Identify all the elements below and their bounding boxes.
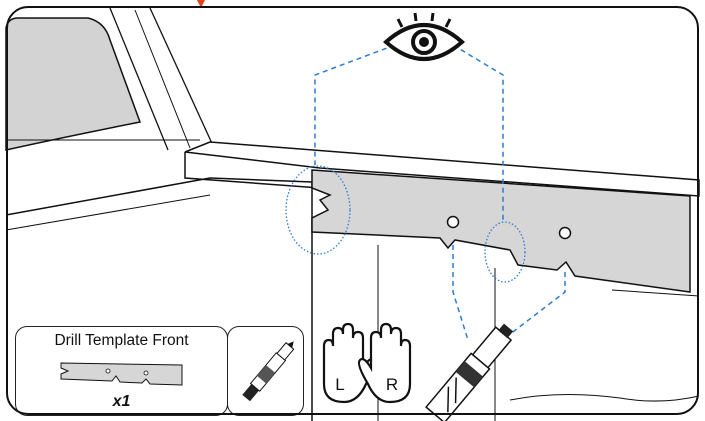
inset-marker-tool bbox=[227, 326, 304, 416]
hand-right-label: R bbox=[386, 375, 398, 394]
pen-guide-line-2 bbox=[504, 272, 566, 339]
focus-circle-left bbox=[285, 165, 351, 255]
drill-template bbox=[311, 169, 691, 293]
inset-drill-template: Drill Template Front x1 bbox=[15, 326, 228, 416]
hand-left-label: L bbox=[335, 375, 344, 394]
sightline-left bbox=[314, 44, 396, 165]
focus-circle-mid bbox=[484, 221, 526, 283]
cab-pillar-line-1 bbox=[109, 7, 169, 151]
cord-line bbox=[509, 393, 700, 402]
pen-guide-line-1 bbox=[452, 245, 469, 341]
inset-template-title: Drill Template Front bbox=[54, 332, 189, 349]
marker-pen-icon bbox=[425, 323, 514, 421]
mini-template-shape bbox=[60, 362, 183, 386]
hand-left-icon: L bbox=[322, 322, 377, 404]
cab-pillar-line-2 bbox=[149, 7, 216, 151]
template-hole-2 bbox=[558, 226, 572, 240]
eye-icon bbox=[382, 12, 466, 61]
bed-panel-line-3 bbox=[611, 289, 700, 297]
cab-pillar-line-3 bbox=[134, 9, 191, 149]
bed-side-wall bbox=[5, 177, 313, 421]
hand-right-icon: R bbox=[357, 322, 412, 404]
sightline-right bbox=[452, 44, 504, 222]
bed-floor-line bbox=[5, 194, 211, 231]
template-hole-1 bbox=[446, 215, 460, 229]
top-marker-arrow bbox=[197, 0, 205, 8]
marker-tool-icon bbox=[242, 341, 295, 402]
inset-template-quantity: x1 bbox=[112, 393, 131, 410]
bed-rail-front bbox=[184, 152, 321, 189]
cab-window bbox=[5, 17, 142, 151]
bed-rail-top bbox=[184, 141, 700, 197]
